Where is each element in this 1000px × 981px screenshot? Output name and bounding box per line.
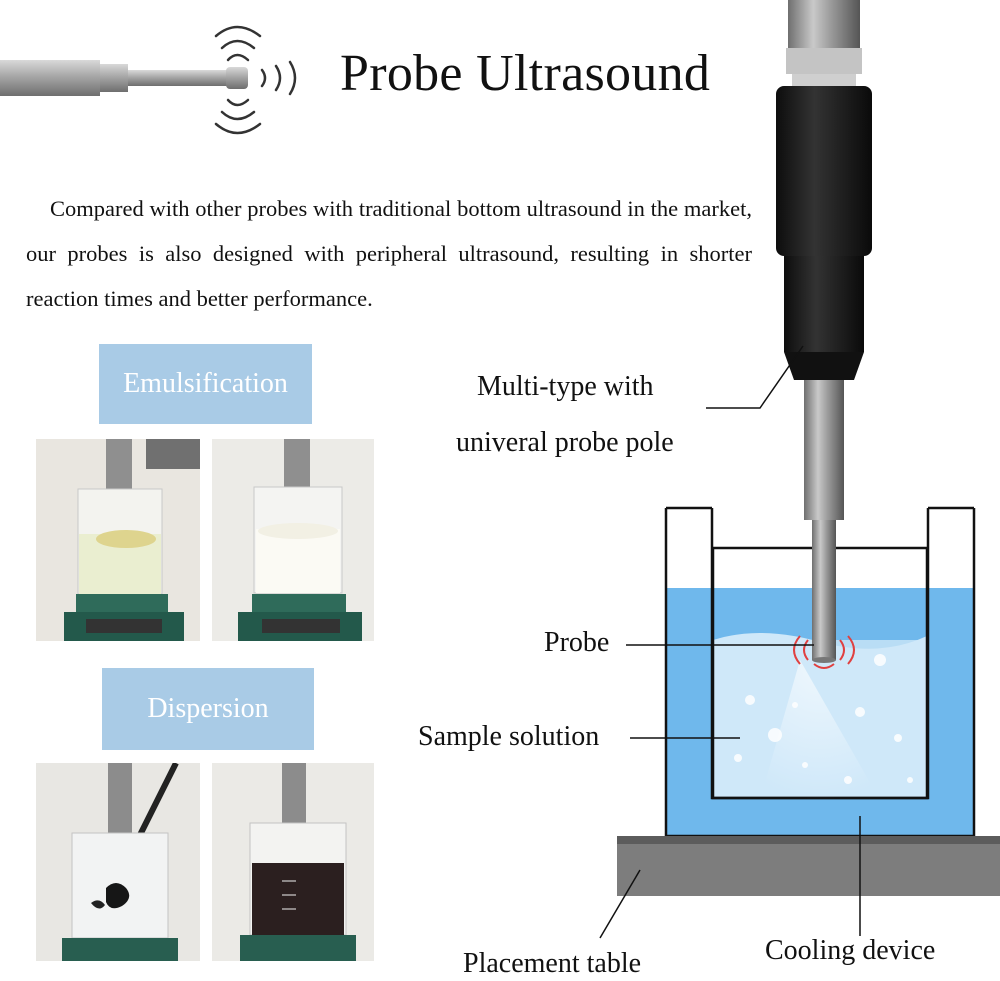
probe-ultrasound-icon bbox=[0, 25, 297, 135]
pole-leader-line bbox=[706, 345, 804, 409]
placement-table bbox=[617, 836, 1000, 896]
sample-solution-label: Sample solution bbox=[418, 721, 600, 752]
emulsification-tag: Emulsification bbox=[99, 344, 312, 424]
emulsification-photo-after bbox=[212, 439, 374, 641]
dispersion-photo-after bbox=[212, 763, 374, 961]
cooling-device-label: Cooling device bbox=[765, 935, 936, 966]
pole-label-line1: Multi-type with bbox=[477, 371, 654, 402]
pole-label-line2: univeral probe pole bbox=[456, 427, 674, 458]
ultrasound-waves bbox=[793, 635, 855, 669]
intro-paragraph: Compared with other probes with traditio… bbox=[26, 196, 752, 311]
emulsification-photo-before bbox=[36, 439, 200, 641]
probe-device bbox=[776, 0, 872, 663]
probe-label: Probe bbox=[544, 627, 610, 658]
dispersion-tag: Dispersion bbox=[102, 668, 314, 750]
dispersion-photo-before bbox=[36, 763, 200, 961]
table-leader-line bbox=[599, 869, 641, 939]
placement-table-label: Placement table bbox=[463, 948, 642, 979]
page-title: Probe Ultrasound bbox=[340, 45, 711, 102]
